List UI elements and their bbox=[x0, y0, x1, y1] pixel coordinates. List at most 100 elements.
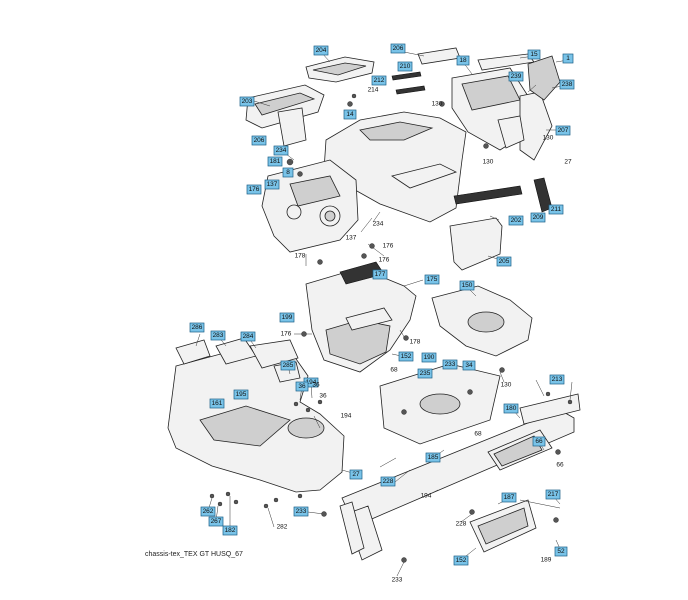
hood-panel bbox=[323, 111, 467, 223]
callout-211: 211 bbox=[548, 204, 564, 215]
svg-text:18: 18 bbox=[459, 57, 467, 64]
callout-238: 238 bbox=[559, 79, 575, 90]
callout-202: 202 bbox=[508, 215, 524, 226]
callout-233: 233 bbox=[442, 359, 458, 370]
callout-190: 190 bbox=[421, 352, 437, 363]
callout-217: 217 bbox=[545, 489, 561, 500]
svg-text:8: 8 bbox=[286, 169, 290, 176]
callout-8: 8 bbox=[282, 167, 294, 178]
callout-176b: 176 bbox=[383, 243, 394, 250]
callout-228b: 228 bbox=[456, 521, 467, 528]
callout-212: 212 bbox=[371, 75, 387, 86]
callout-286: 286 bbox=[189, 322, 205, 333]
svg-text:206: 206 bbox=[254, 137, 265, 144]
svg-text:207: 207 bbox=[558, 127, 569, 134]
callout-235: 235 bbox=[417, 368, 433, 379]
callout-178a: 178 bbox=[295, 253, 306, 260]
svg-text:203: 203 bbox=[242, 98, 253, 105]
callout-203: 203 bbox=[239, 96, 255, 107]
svg-text:285: 285 bbox=[283, 362, 294, 369]
svg-text:34: 34 bbox=[465, 362, 473, 369]
callout-18: 18 bbox=[456, 55, 470, 66]
svg-text:262: 262 bbox=[203, 508, 214, 515]
callout-206: 206 bbox=[390, 43, 406, 54]
callout-262: 262 bbox=[200, 506, 216, 517]
svg-text:212: 212 bbox=[374, 77, 385, 84]
svg-text:175: 175 bbox=[427, 276, 438, 283]
svg-text:1: 1 bbox=[566, 55, 570, 62]
svg-text:199: 199 bbox=[282, 314, 293, 321]
callout-152b: 152 bbox=[453, 555, 469, 566]
svg-text:195: 195 bbox=[236, 391, 247, 398]
svg-text:161: 161 bbox=[212, 400, 223, 407]
svg-text:190: 190 bbox=[424, 354, 435, 361]
callout-282: 282 bbox=[277, 524, 288, 531]
callout-52: 52 bbox=[554, 546, 568, 557]
callout-284: 284 bbox=[240, 331, 256, 342]
callout-189: 189 bbox=[541, 557, 552, 564]
callout-204: 204 bbox=[313, 45, 329, 56]
dash-top-cover bbox=[305, 56, 375, 83]
plain-callouts: 214 130 130 130 27 234 137 176 178 176 1… bbox=[277, 87, 572, 584]
svg-text:177: 177 bbox=[375, 271, 386, 278]
callout-66: 66 bbox=[532, 436, 546, 447]
callout-176c: 176 bbox=[379, 257, 390, 264]
svg-text:187: 187 bbox=[504, 494, 515, 501]
callout-137: 137 bbox=[264, 179, 280, 190]
svg-text:152: 152 bbox=[456, 557, 467, 564]
callout-68a: 68 bbox=[390, 367, 398, 374]
svg-text:283: 283 bbox=[213, 332, 224, 339]
svg-text:52: 52 bbox=[557, 548, 565, 555]
hardware-fasteners bbox=[209, 93, 573, 563]
svg-text:239: 239 bbox=[511, 73, 522, 80]
callout-206b: 206 bbox=[251, 135, 267, 146]
callout-130a: 130 bbox=[432, 101, 443, 108]
callout-214: 214 bbox=[368, 87, 379, 94]
callout-176: 176 bbox=[246, 184, 262, 195]
callout-150: 150 bbox=[459, 280, 475, 291]
callout-209: 209 bbox=[530, 212, 546, 223]
svg-text:233: 233 bbox=[296, 508, 307, 515]
diagram-caption: chassis-tex_TEX GT HUSQ_67 bbox=[145, 551, 243, 558]
callout-285: 285 bbox=[280, 360, 296, 371]
heat-shield bbox=[431, 285, 533, 357]
svg-text:233: 233 bbox=[445, 361, 456, 368]
callout-233b: 233 bbox=[293, 506, 309, 517]
svg-text:286: 286 bbox=[192, 324, 203, 331]
svg-text:185: 185 bbox=[428, 454, 439, 461]
seat-plate bbox=[379, 363, 501, 445]
dash-left-panel bbox=[245, 84, 325, 147]
callout-234b: 234 bbox=[373, 221, 384, 228]
svg-text:152: 152 bbox=[401, 353, 412, 360]
callout-199: 199 bbox=[279, 312, 295, 323]
callout-27a: 27 bbox=[564, 159, 572, 166]
main-frame bbox=[339, 393, 581, 561]
svg-text:180: 180 bbox=[506, 405, 517, 412]
callout-182: 182 bbox=[222, 525, 238, 536]
callout-36: 36 bbox=[295, 381, 309, 392]
svg-text:36: 36 bbox=[298, 383, 306, 390]
dash-console bbox=[261, 159, 359, 253]
callout-239: 239 bbox=[508, 71, 524, 82]
callout-15: 15 bbox=[527, 49, 541, 60]
svg-text:284: 284 bbox=[243, 333, 254, 340]
callout-178b: 178 bbox=[410, 339, 421, 346]
callout-130d: 130 bbox=[501, 382, 512, 389]
callout-185: 185 bbox=[425, 452, 441, 463]
callout-14: 14 bbox=[343, 109, 357, 120]
callout-267: 267 bbox=[208, 516, 224, 527]
svg-text:217: 217 bbox=[548, 491, 559, 498]
svg-text:15: 15 bbox=[530, 51, 538, 58]
callout-228: 228 bbox=[380, 476, 396, 487]
callout-130b: 130 bbox=[483, 159, 494, 166]
callout-195: 195 bbox=[233, 389, 249, 400]
callout-34: 34 bbox=[462, 360, 476, 371]
callout-161: 161 bbox=[209, 398, 225, 409]
svg-text:27: 27 bbox=[352, 471, 360, 478]
svg-text:182: 182 bbox=[225, 527, 236, 534]
svg-text:205: 205 bbox=[499, 258, 510, 265]
callout-205: 205 bbox=[496, 256, 512, 267]
svg-text:206: 206 bbox=[393, 45, 404, 52]
svg-text:137: 137 bbox=[267, 181, 278, 188]
